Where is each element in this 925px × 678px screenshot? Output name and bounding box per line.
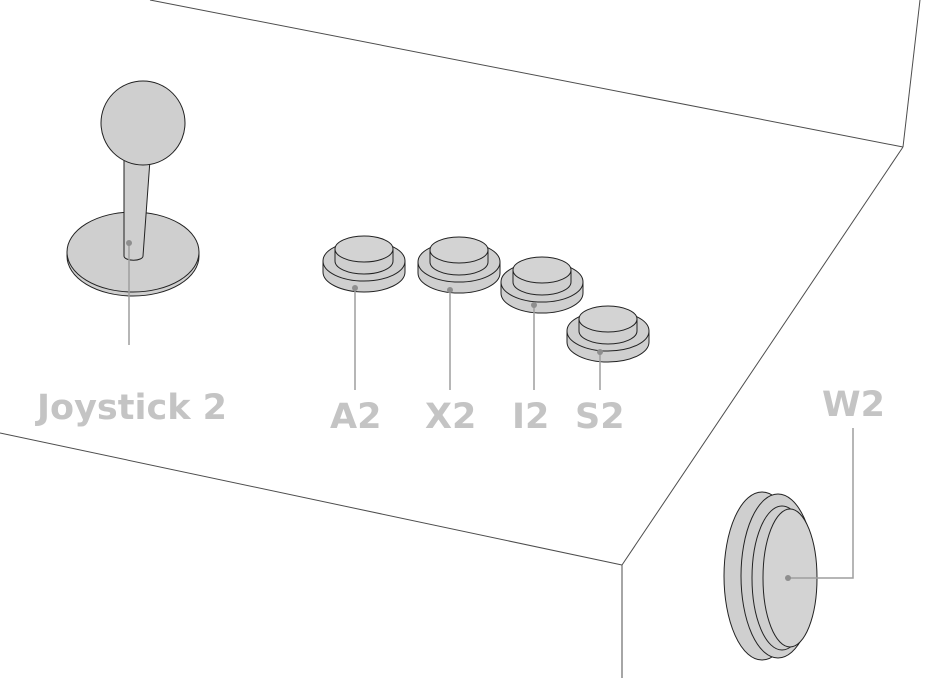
leader-joystick-dot (126, 240, 132, 246)
panel-right-edge (621, 146, 904, 566)
button-s2[interactable] (566, 305, 650, 363)
joystick[interactable] (66, 80, 200, 297)
panel-front-edge (0, 432, 623, 566)
button-x2-plunger (429, 236, 489, 264)
leader-i2-dot (531, 302, 537, 308)
label-w2: W2 (822, 385, 885, 425)
leader-lines (126, 240, 854, 581)
label-x2: X2 (425, 397, 476, 437)
leader-a2-dot (352, 285, 358, 291)
button-s2-plunger (578, 305, 638, 333)
leader-x2-dot (447, 287, 453, 293)
joystick-ball (100, 80, 186, 166)
cabinet-back-corner (902, 0, 921, 148)
button-i2[interactable] (500, 256, 584, 314)
button-w2[interactable] (723, 491, 818, 661)
button-i2-plunger (512, 256, 572, 284)
label-joystick: Joystick 2 (35, 388, 227, 428)
button-a2-plunger (334, 235, 394, 263)
label-s2: S2 (575, 397, 625, 437)
label-i2: I2 (512, 397, 549, 437)
button-x2[interactable] (417, 236, 501, 294)
panel-back-edge (149, 0, 904, 148)
joystick-shaft (123, 159, 151, 261)
leader-w2-dot (785, 575, 791, 581)
leader-w2 (788, 428, 854, 579)
label-a2: A2 (330, 397, 381, 437)
leader-s2-dot (597, 349, 603, 355)
button-a2[interactable] (322, 235, 406, 293)
